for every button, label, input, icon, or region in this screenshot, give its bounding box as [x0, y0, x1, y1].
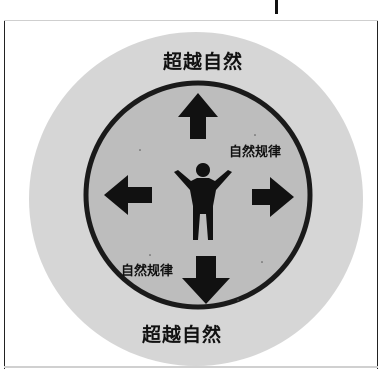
outer-bottom-label: 超越自然 [142, 324, 223, 346]
inner-left-label: 自然规律 [121, 264, 174, 279]
left-arrow-icon [104, 175, 152, 215]
figure-frame [4, 20, 378, 369]
person-figure-icon [174, 163, 232, 240]
outer-top-label: 超越自然 [163, 51, 244, 73]
top-divider [4, 20, 378, 21]
down-arrow-icon [182, 256, 230, 304]
inner-right-label: 自然规律 [229, 145, 282, 160]
top-edge-mark [275, 0, 278, 14]
speckle-dots [139, 134, 263, 301]
right-arrow-icon [252, 177, 294, 217]
bottom-divider [4, 366, 378, 368]
up-arrow-icon [178, 93, 218, 139]
